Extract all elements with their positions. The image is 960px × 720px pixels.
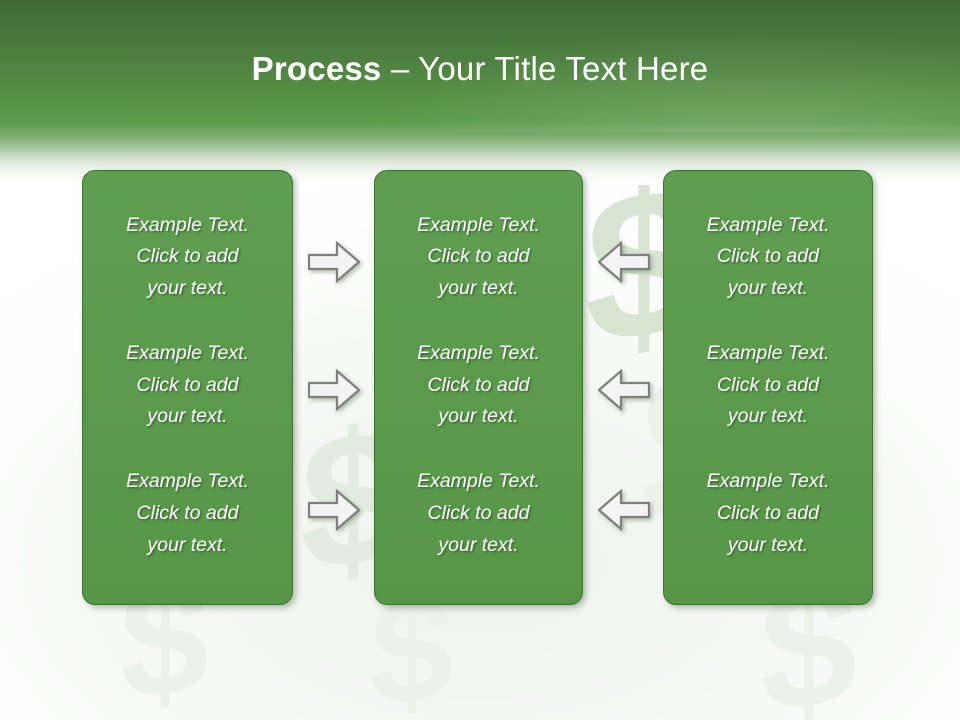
- process-cell[interactable]: Example Text. Click to add your text.: [706, 342, 830, 428]
- arrow-left-icon[interactable]: [598, 489, 650, 531]
- title-banner: [0, 0, 960, 185]
- process-cell[interactable]: Example Text. Click to add your text.: [417, 213, 540, 299]
- page-title-remainder: – Your Title Text Here: [381, 50, 709, 87]
- process-cell[interactable]: Example Text. Click to add your text.: [126, 470, 249, 556]
- process-column-1[interactable]: Example Text. Click to add your text. Ex…: [82, 170, 293, 605]
- process-cell[interactable]: Example Text. Click to add your text.: [417, 470, 540, 556]
- arrow-left-icon[interactable]: [598, 241, 650, 283]
- process-cell[interactable]: Example Text. Click to add your text.: [126, 342, 249, 428]
- arrow-right-icon[interactable]: [308, 241, 360, 283]
- page-title-emphasis: Process: [251, 50, 382, 87]
- process-cell[interactable]: Example Text. Click to add your text.: [126, 213, 249, 299]
- arrow-right-icon[interactable]: [308, 489, 360, 531]
- arrow-right-icon[interactable]: [308, 369, 360, 411]
- process-cell[interactable]: Example Text. Click to add your text.: [417, 342, 540, 428]
- process-cell[interactable]: Example Text. Click to add your text.: [706, 213, 830, 299]
- process-column-3[interactable]: Example Text. Click to add your text. Ex…: [663, 170, 873, 605]
- page-title: Process – Your Title Text Here: [0, 50, 960, 88]
- process-column-2[interactable]: Example Text. Click to add your text. Ex…: [374, 170, 583, 605]
- process-cell[interactable]: Example Text. Click to add your text.: [706, 470, 830, 556]
- arrow-left-icon[interactable]: [598, 369, 650, 411]
